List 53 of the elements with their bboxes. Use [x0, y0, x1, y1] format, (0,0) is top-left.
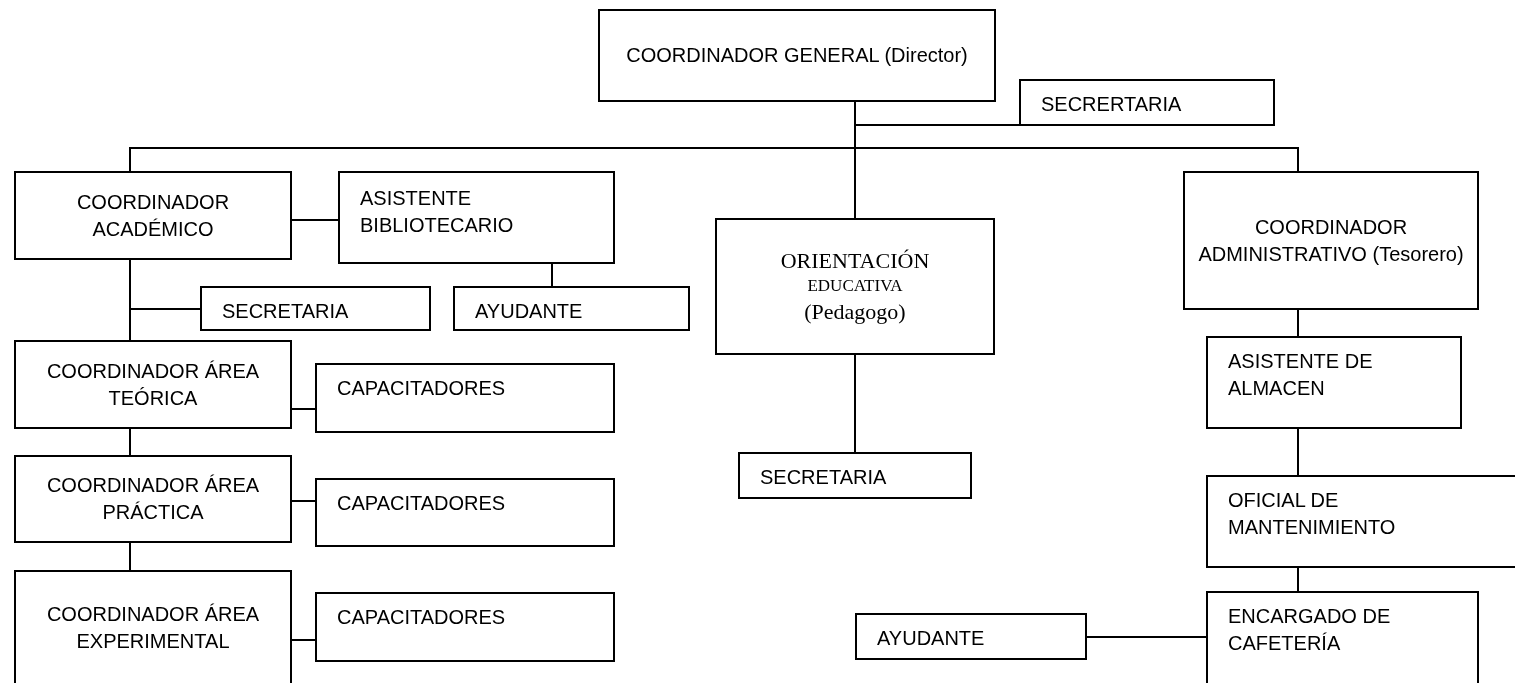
- org-box: [1206, 475, 1515, 568]
- org-box: [315, 592, 615, 662]
- role-title: ASISTENTE DE ALMACEN: [1228, 349, 1374, 401]
- org-box: [855, 613, 1087, 660]
- role-title: CAPACITADORES: [337, 491, 506, 516]
- role-title: ORIENTACIÓN: [780, 246, 930, 275]
- org-box: [738, 452, 972, 499]
- role-title: SECRERTARIA: [1041, 92, 1182, 117]
- org-box: [1206, 591, 1479, 683]
- org-box: [1206, 336, 1462, 429]
- org-box: [598, 9, 996, 102]
- connector-line: [291, 219, 339, 221]
- role-title: SECRETARIA: [222, 299, 349, 324]
- role-title: ASISTENTE BIBLIOTECARIO: [360, 186, 515, 238]
- connector-line: [1297, 309, 1299, 337]
- org-box: [715, 218, 995, 355]
- connector-line: [854, 354, 856, 453]
- role-title: COORDINADOR ADMINISTRATIVO (Tesorero): [1197, 214, 1465, 267]
- connector-line: [551, 263, 553, 287]
- role-title: CAPACITADORES: [337, 605, 506, 630]
- role-title: CAPACITADORES: [337, 376, 506, 401]
- role-title: COORDINADOR ÁREA PRÁCTICA: [45, 473, 261, 525]
- role-title: COORDINADOR ÁREA TEÓRICA: [45, 358, 261, 411]
- org-box: [338, 171, 615, 264]
- org-box: [14, 340, 292, 429]
- connector-line: [129, 428, 131, 456]
- connector-line: [1297, 567, 1299, 592]
- org-box: [14, 171, 292, 260]
- role-title: SECRETARIA: [760, 465, 887, 490]
- org-box: [200, 286, 431, 331]
- connector-line: [1086, 636, 1207, 638]
- role-title: COORDINADOR ÁREA EXPERIMENTAL: [45, 601, 261, 654]
- connector-line: [1297, 428, 1299, 476]
- org-box: [1019, 79, 1275, 126]
- connector-line: [129, 259, 131, 341]
- role-title: AYUDANTE: [877, 626, 985, 651]
- org-box: [315, 363, 615, 433]
- role-title: (Pedagogo): [804, 297, 906, 326]
- connector-line: [291, 408, 316, 410]
- role-title: COORDINADOR GENERAL (Director): [626, 43, 968, 68]
- role-title: EDUCATIVA: [807, 275, 903, 298]
- connector-line: [291, 639, 316, 641]
- role-title: OFICIAL DE MANTENIMIENTO: [1228, 488, 1397, 540]
- org-box: [14, 455, 292, 543]
- org-box: [315, 478, 615, 547]
- org-box: [14, 570, 292, 683]
- role-title: ENCARGADO DE CAFETERÍA: [1228, 604, 1392, 656]
- connector-line: [291, 500, 316, 502]
- org-box: [453, 286, 690, 331]
- connector-line: [129, 542, 131, 571]
- role-title: COORDINADOR ACADÉMICO: [75, 189, 231, 242]
- role-title: AYUDANTE: [475, 299, 583, 324]
- org-box: [1183, 171, 1479, 310]
